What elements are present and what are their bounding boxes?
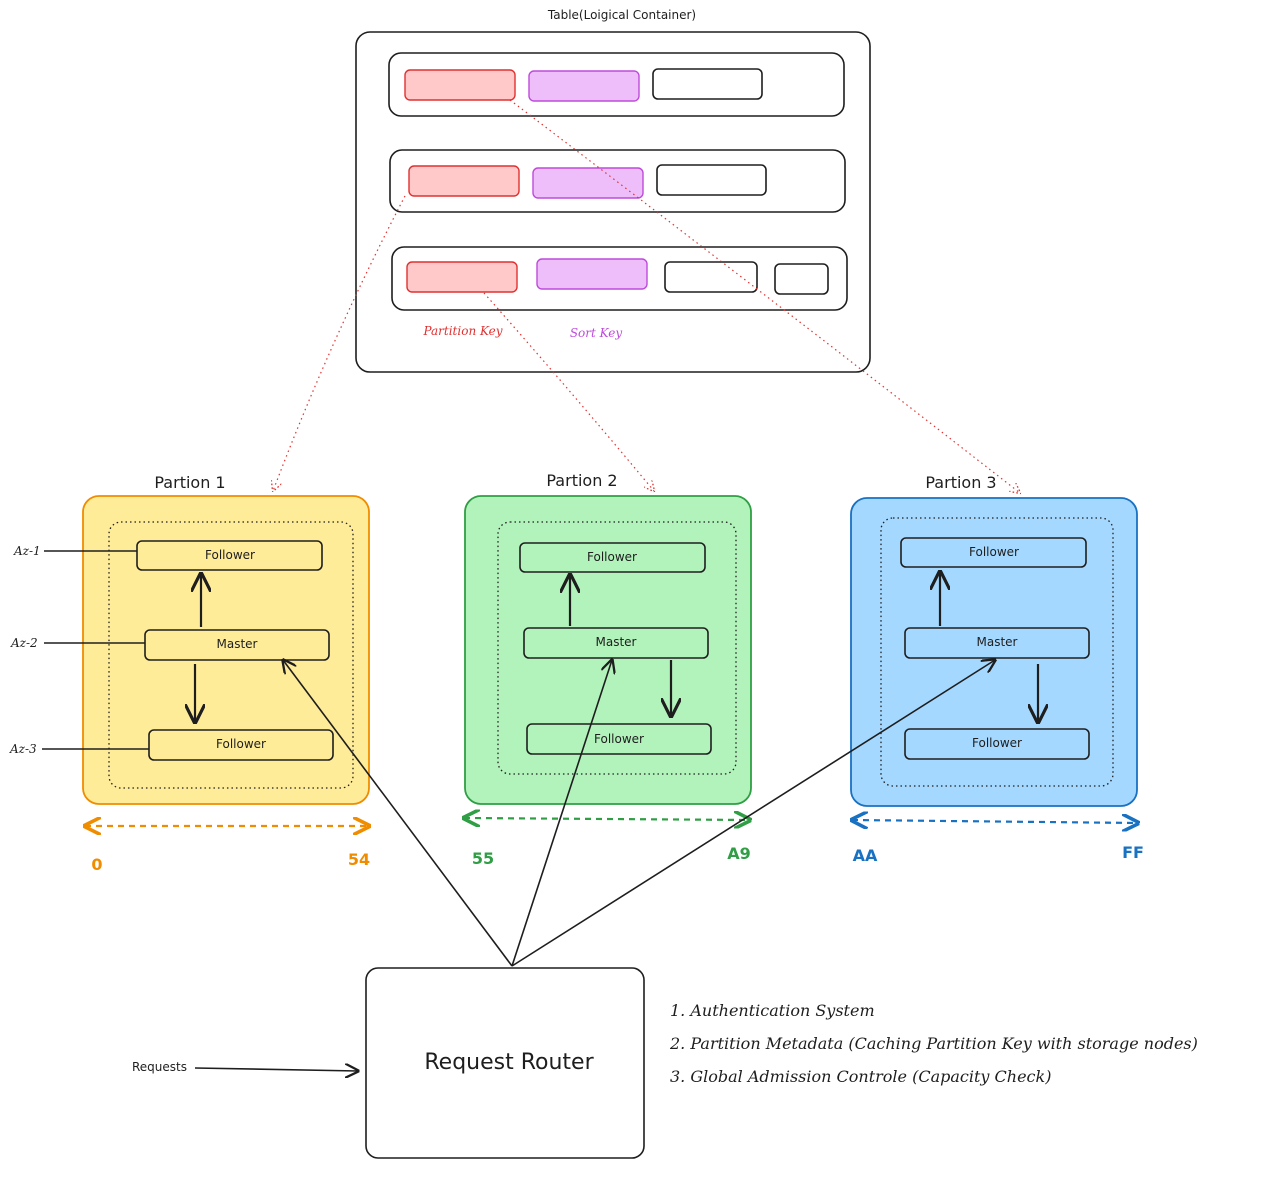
range-start-label: 0 — [91, 855, 102, 874]
follower-node-bottom — [526, 723, 712, 755]
partition-key-cell — [404, 69, 516, 101]
partition-2: Partion 2 Follower Master Follower 55 A9 — [464, 471, 752, 868]
requests-label: Requests — [132, 1060, 187, 1074]
router-feature: 1. Authentication System — [670, 1001, 875, 1020]
route-arrow-partition2 — [511, 660, 612, 967]
table-outline — [355, 31, 871, 373]
follower-node-top — [900, 537, 1087, 568]
partition-title: Partion 2 — [546, 471, 617, 490]
router-label: Request Router — [424, 1050, 594, 1075]
attribute-cell — [652, 68, 763, 100]
router-feature: 2. Partition Metadata (Caching Partition… — [669, 1034, 1198, 1053]
follower-node-bottom-label: Follower — [216, 737, 266, 751]
follower-node-top-label: Follower — [587, 550, 637, 564]
follower-node-top — [136, 540, 323, 571]
partition-key-cell — [406, 261, 518, 293]
requests-arrow — [194, 1068, 358, 1071]
az-label: Az-1 — [13, 544, 41, 558]
table-row — [391, 246, 848, 311]
partition-title: Partion 3 — [925, 473, 996, 492]
replica-group — [880, 517, 1114, 787]
range-end-label: FF — [1122, 843, 1144, 862]
key-range-arrow — [464, 818, 750, 820]
range-start-label: AA — [853, 846, 878, 865]
master-node-label: Master — [977, 635, 1018, 649]
replica-group — [497, 521, 737, 775]
route-arrow-partition3 — [511, 660, 995, 967]
attribute-cell — [664, 261, 758, 293]
az-label: Az-2 — [10, 636, 38, 650]
availability-zones: Az-1 Az-2 Az-3 — [9, 544, 149, 756]
partition-3: Partion 3 Follower Master Follower AA FF — [850, 473, 1144, 865]
router-box — [365, 967, 645, 1159]
range-end-label: 54 — [348, 850, 370, 869]
master-node-label: Master — [596, 635, 637, 649]
attribute-cell — [774, 263, 829, 295]
master-node-label: Master — [217, 637, 258, 651]
key-range-arrow — [852, 820, 1138, 823]
range-start-label: 55 — [472, 849, 494, 868]
partition-key-cell — [408, 165, 520, 197]
follower-node-top-label: Follower — [205, 548, 255, 562]
table-title: Table(Loigical Container) — [547, 8, 696, 22]
sort-key-legend: Sort Key — [570, 326, 623, 340]
key-mapping-arrows — [273, 99, 1020, 493]
request-router: Request Router Requests 1. Authenticatio… — [132, 660, 1198, 1159]
follower-node-bottom — [148, 729, 334, 761]
partition-box — [464, 495, 752, 805]
partition-key-legend: Partition Key — [422, 324, 502, 338]
follower-node-top — [519, 542, 706, 573]
route-arrow-partition1 — [283, 660, 513, 967]
mapping-arrow-row2-partition1 — [273, 195, 406, 491]
mapping-arrow-row1-partition3 — [509, 99, 1020, 493]
sort-key-cell — [528, 70, 640, 102]
partition-title: Partion 1 — [154, 473, 225, 492]
router-feature: 3. Global Admission Controle (Capacity C… — [670, 1067, 1051, 1086]
az-label: Az-3 — [9, 742, 37, 756]
follower-node-bottom-label: Follower — [594, 732, 644, 746]
attribute-cell — [656, 164, 767, 196]
sort-key-cell — [536, 258, 648, 290]
master-node — [523, 627, 709, 659]
follower-node-top-label: Follower — [969, 545, 1019, 559]
master-node — [144, 629, 330, 661]
follower-node-bottom — [904, 728, 1090, 760]
mapping-arrow-row3-partition2 — [483, 292, 654, 491]
table-row — [389, 149, 846, 213]
table-container: Table(Loigical Container) Partition Key … — [355, 8, 871, 373]
partition-box — [82, 495, 370, 805]
sort-key-cell — [532, 167, 644, 199]
follower-node-bottom-label: Follower — [972, 736, 1022, 750]
range-end-label: A9 — [727, 844, 751, 863]
table-row — [388, 52, 845, 117]
partition-1: Partion 1 Follower Master Follower 0 54 — [82, 473, 370, 874]
